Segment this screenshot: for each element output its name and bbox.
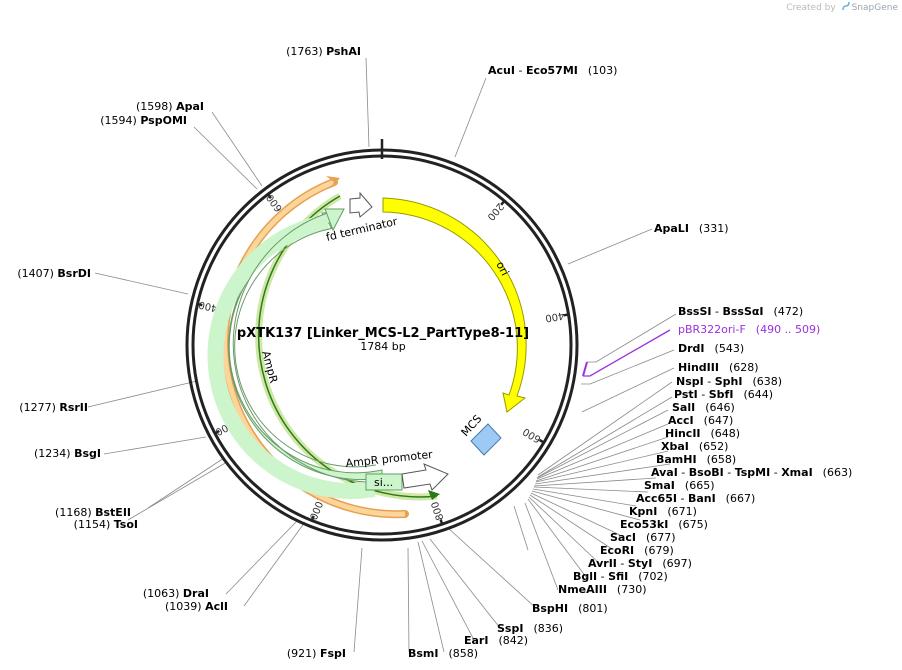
si-label: si... [374,476,393,489]
site-label-smai: SmaI(665) [644,479,715,492]
site-label-drdi: DrdI(543) [678,342,744,355]
site-label-avrii: AvrII - StyI(697) [588,557,692,570]
ori-arrow [382,197,527,413]
site-label-apai: (1598) ApaI [136,100,204,113]
site-label-acc65i: Acc65I - BanI(667) [636,492,755,505]
ruler-tick [215,429,220,434]
site-leader-lines [87,57,677,653]
site-label-ecori: EcoRI(679) [600,544,674,557]
site-label-bsphi: BspHI(801) [532,602,608,615]
site-label-sali: SalI(646) [672,401,735,414]
site-label-bgli: BglI - SfiI(702) [573,570,668,583]
snapgene-logo-icon [841,1,850,11]
site-label-nspi: NspI - SphI(638) [676,375,782,388]
si-feature [365,473,403,491]
ruler-tick [439,519,444,524]
site-label-bsssi: BssSI - BssSαI(472) [678,305,803,318]
site-label-bsmi: BsmI(858) [408,647,478,660]
ruler-tick-label: 200 [485,200,506,222]
site-label-hindiii: HindIII(628) [678,361,759,374]
primer-mark [582,361,588,377]
ruler-tick-label: 400 [544,309,565,323]
site-label-drai: (1063) DraI [143,587,209,600]
site-label-hincii: HincII(648) [665,427,740,440]
fd-terminator-arrow [349,191,373,218]
site-label-eco53ki: Eco53kI(675) [620,518,708,531]
site-label-pspomi: (1594) PspOMI [100,114,187,127]
site-label-acli: (1039) AclI [165,600,228,613]
ampr-promoter-arrow [401,463,449,491]
site-label-kpni: KpnI(671) [629,505,697,518]
site-label-bsgi: (1234) BsgI [34,447,101,460]
green-arc-arrowhead [428,490,440,500]
ruler-tick [267,194,272,200]
site-label-bsrdi: (1407) BsrDI [17,267,91,280]
site-label-bamhi: BamHI(658) [656,453,736,466]
orange-arc-arrowhead [326,176,340,189]
ampr-promoter-label: AmpR promoter [345,448,434,470]
ampr-outline-outer [232,211,373,483]
orange-arc-core [222,179,406,517]
site-label-bsteii: (1168) BstEII [55,506,131,519]
ampr-arrowhead [324,208,345,232]
site-label-acui: AcuI - Eco57MI(103) [488,64,617,77]
ruler-tick [198,303,203,307]
site-label-apali: ApaLI(331) [654,222,729,235]
ruler-tick [538,438,544,444]
credit-brand: SnapGene [851,3,898,13]
site-labels: (1763) PshAI AcuI - Eco57MI(103) (1598) … [17,45,852,660]
site-label-tsoi: (1154) TsoI [74,518,138,531]
site-label-psti: PstI - SbfI(644) [674,388,773,401]
mcs-box [470,423,502,456]
ruler-tick [500,200,505,206]
site-label-sspi: SspI(836) [497,622,563,635]
site-label-eari: EarI(842) [464,634,528,647]
site-label-saci: SacI(677) [610,531,676,544]
credit-line: Created by SnapGene [786,1,898,13]
ori-label: ori [493,259,511,278]
site-label-nmeaiii: NmeAIII(730) [558,583,647,596]
site-label-xbai: XbaI(652) [661,440,728,453]
site-label-fspi: (921) FspI [287,647,346,660]
site-label-avai: AvaI - BsoBI - TspMI - XmaI(663) [651,466,852,479]
features [207,176,527,519]
ampr-outline-inner [234,227,377,468]
site-label-acci: AccI(647) [668,414,733,427]
ruler-tick [311,515,315,521]
plasmid-name: pXTK137 [Linker_MCS-L2_PartType8-11] [237,326,529,341]
primer-label: pBR322ori-F(490 .. 509) [678,323,820,336]
ampr-body [207,214,376,499]
plasmid-length: 1784 bp [360,340,405,353]
site-label-pshai: (1763) PshAI [286,45,361,58]
credit-prefix: Created by [786,3,836,13]
site-label-rsrii: (1277) RsrII [19,401,88,414]
ruler-tick-label: 600 [521,425,543,444]
ruler-tick [563,313,568,317]
ruler-tick-label: 800 [430,500,447,522]
ampr-arrow [228,210,383,481]
